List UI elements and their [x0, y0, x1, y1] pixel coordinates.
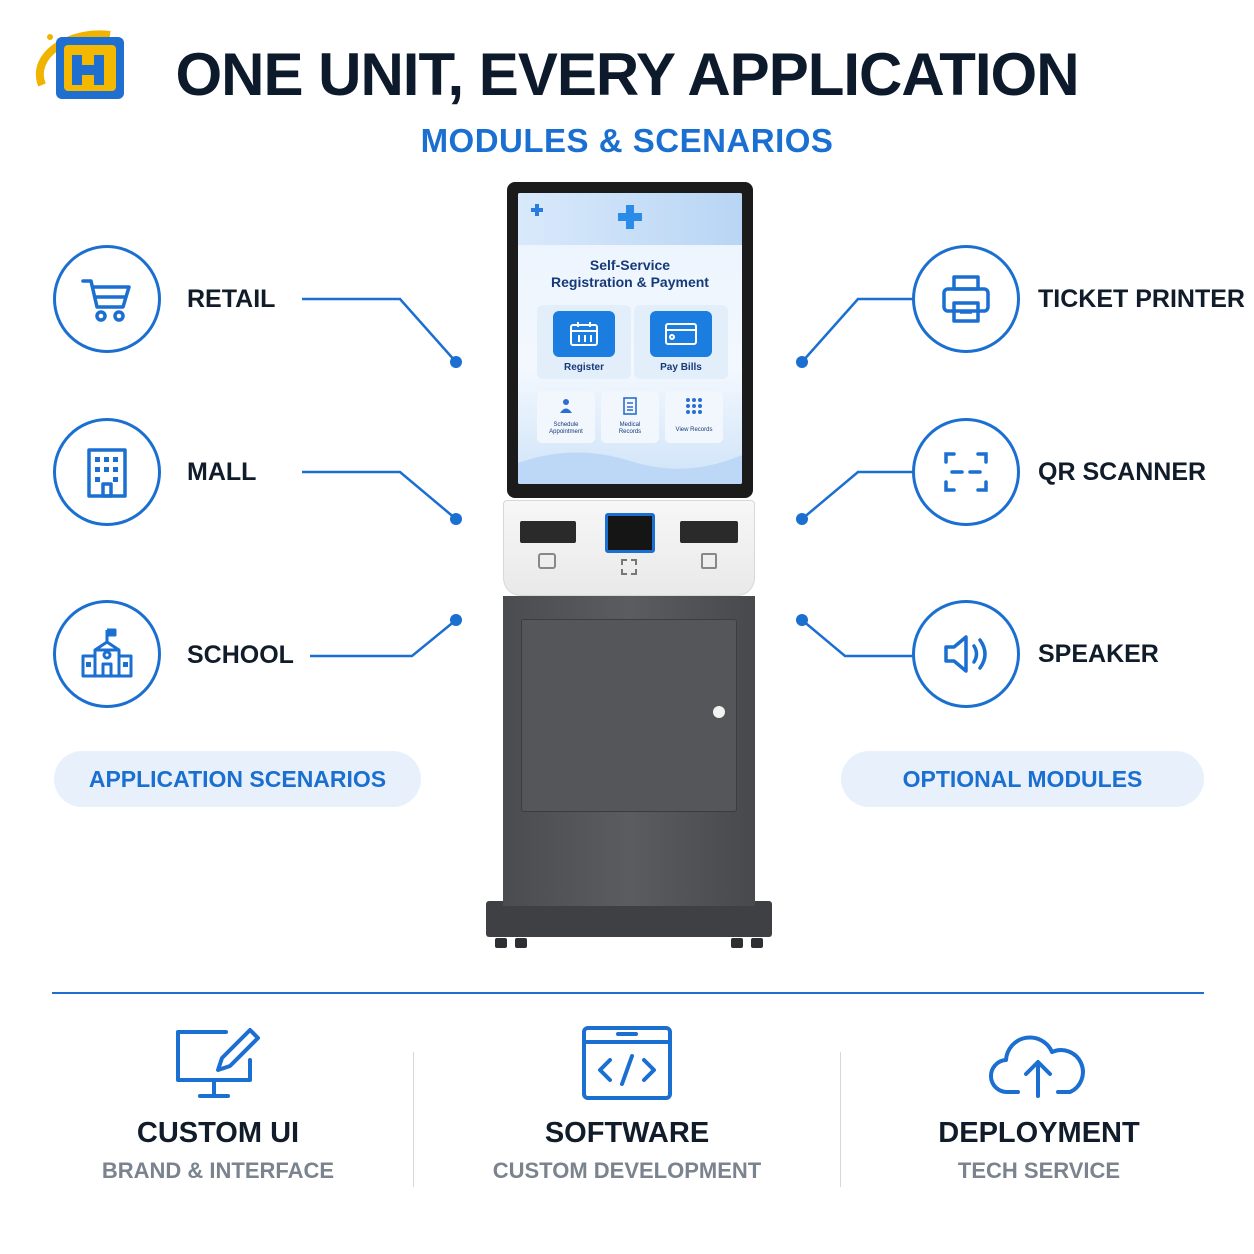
feature-title-custom-ui: CUSTOM UI — [136, 1117, 300, 1149]
people-icon — [557, 397, 575, 415]
kiosk-screen: Self-Service Registration & Payment Regi… — [518, 193, 742, 484]
kiosk-feet — [495, 938, 763, 952]
connector-retail — [302, 297, 457, 363]
printer-icon — [912, 245, 1020, 353]
cloud-upload-icon — [988, 1024, 1088, 1104]
optional-modules-pill: OPTIONAL MODULES — [841, 751, 1204, 807]
card-icon — [650, 311, 712, 357]
schedule-appointment-tile[interactable]: Schedule Appointment — [537, 391, 595, 443]
card-slot — [520, 521, 576, 543]
calendar-icon — [553, 311, 615, 357]
connector-mall — [302, 470, 457, 520]
qr-scanner-window — [605, 513, 655, 553]
schedule-appointment-label: Schedule Appointment — [549, 422, 583, 435]
code-window-icon — [578, 1024, 678, 1104]
feature-subtitle-deployment: TECH SERVICE — [957, 1158, 1121, 1183]
speaker-icon — [912, 600, 1020, 708]
scenario-label-school: SCHOOL — [187, 641, 294, 669]
monitor-pen-icon — [170, 1024, 270, 1104]
grid-icon — [685, 397, 703, 415]
feature-title-deployment: DEPLOYMENT — [938, 1117, 1140, 1149]
qr-code-icon — [621, 559, 637, 575]
connector-qr — [801, 470, 914, 520]
kiosk-base — [486, 901, 772, 937]
module-label-speaker: SPEAKER — [1038, 640, 1159, 668]
document-icon — [622, 397, 638, 415]
pay-bills-tile[interactable]: Pay Bills — [634, 305, 728, 379]
school-icon — [53, 600, 161, 708]
card-slot-icon — [538, 553, 556, 569]
screen-title: Self-Service Registration & Payment — [518, 257, 742, 291]
qr-scan-icon — [912, 418, 1020, 526]
medical-cross-large-icon — [616, 203, 644, 231]
kiosk-cabinet-door — [521, 619, 737, 812]
view-records-tile[interactable]: View Records — [665, 391, 723, 443]
medical-records-label: Medical Records — [618, 422, 642, 435]
module-label-qr: QR SCANNER — [1038, 458, 1207, 486]
feature-subtitle-software: CUSTOM DEVELOPMENT — [492, 1158, 762, 1183]
application-scenarios-pill: APPLICATION SCENARIOS — [54, 751, 421, 807]
feature-subtitle-custom-ui: BRAND & INTERFACE — [101, 1158, 335, 1183]
screen-title-line1: Self-Service — [589, 257, 671, 273]
feature-title-software: SOFTWARE — [544, 1117, 710, 1149]
connector-printer — [801, 297, 914, 363]
vertical-divider-2 — [840, 1052, 841, 1187]
pay-bills-label: Pay Bills — [660, 362, 702, 373]
register-tile[interactable]: Register — [537, 305, 631, 379]
printer-slot — [680, 521, 738, 543]
medical-records-tile[interactable]: Medical Records — [601, 391, 659, 443]
scenario-label-mall: MALL — [187, 458, 257, 486]
lock-icon — [713, 706, 725, 718]
view-records-label: View Records — [675, 427, 713, 433]
screen-title-line2: Registration & Payment — [551, 274, 709, 290]
brand-logo — [30, 25, 142, 109]
connector-school — [310, 619, 457, 658]
scenario-label-retail: RETAIL — [187, 285, 276, 313]
module-label-printer: TICKET PRINTER — [1038, 285, 1245, 313]
page-subtitle: MODULES & SCENARIOS — [420, 122, 834, 159]
screen-wave — [518, 452, 742, 484]
medical-cross-icon — [530, 203, 544, 216]
cart-icon — [53, 245, 161, 353]
receipt-icon — [701, 553, 717, 569]
vertical-divider-1 — [413, 1052, 414, 1187]
kiosk-module-panel — [503, 500, 755, 596]
section-divider — [52, 992, 1204, 994]
connector-speaker — [801, 619, 914, 658]
page-title: ONE UNIT, EVERY APPLICATION — [175, 41, 1079, 108]
building-icon — [53, 418, 161, 526]
register-label: Register — [563, 362, 604, 373]
